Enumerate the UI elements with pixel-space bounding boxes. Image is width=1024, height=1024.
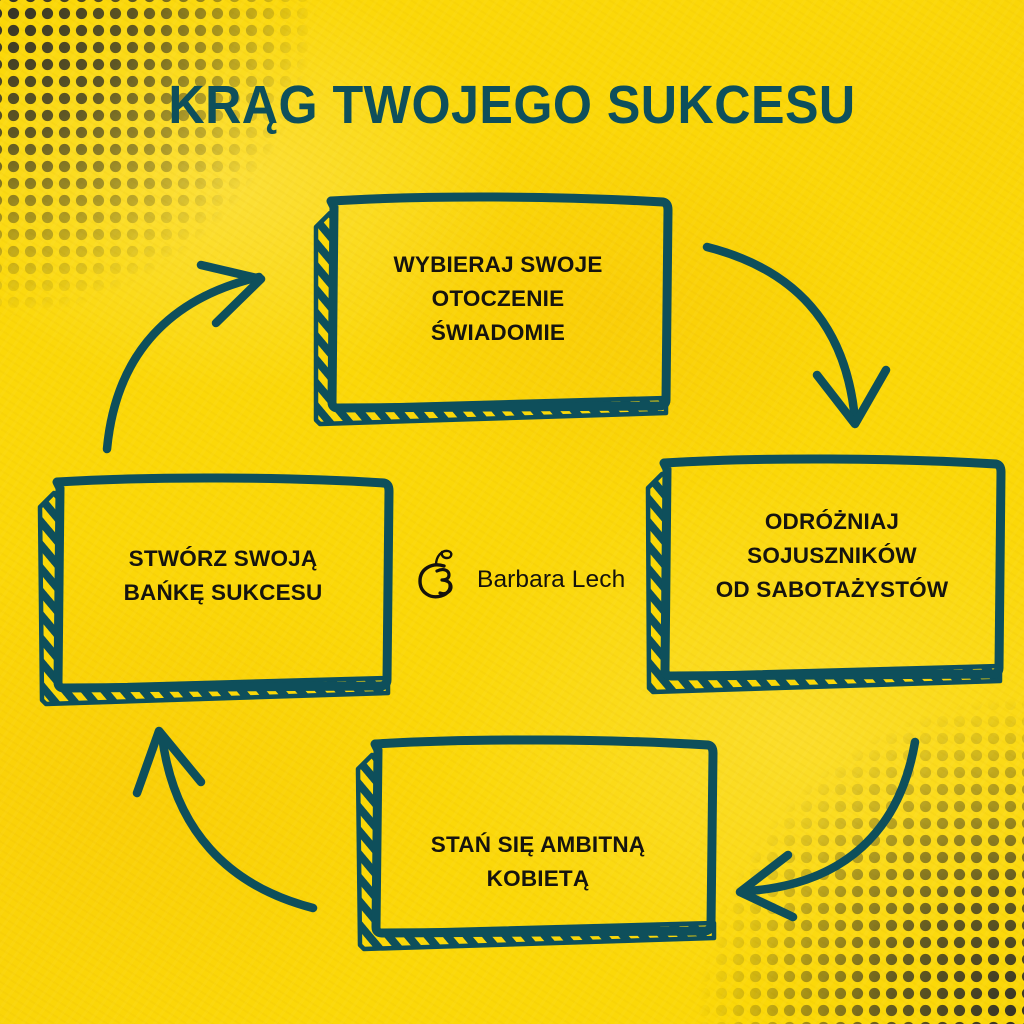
cycle-node-top[interactable] (313, 192, 673, 427)
page-title: KRĄG TWOJEGO SUKCESU (168, 75, 856, 135)
brand-name: Barbara Lech (477, 566, 626, 593)
cycle-node-right[interactable] (645, 454, 1006, 695)
node-frame (659, 454, 1006, 681)
node-frame (326, 192, 673, 413)
cycle-node-bottom[interactable] (355, 735, 718, 952)
cycle-arrow-top-to-right (702, 242, 891, 429)
cycle-arrow-bottom-to-left (132, 726, 318, 913)
node-frame (370, 735, 718, 938)
node-shadow (645, 471, 1003, 695)
monogram-bl-icon (418, 549, 453, 599)
node-frame (52, 473, 394, 693)
cycle-arrow-left-to-top (102, 260, 266, 454)
node-shadow (355, 752, 717, 952)
cycle-arrow-right-to-bottom (735, 737, 920, 922)
brand-logo: Barbara Lech (414, 540, 626, 620)
node-shadow (313, 210, 669, 427)
cycle-node-left[interactable] (37, 473, 394, 707)
node-shadow (37, 490, 391, 707)
